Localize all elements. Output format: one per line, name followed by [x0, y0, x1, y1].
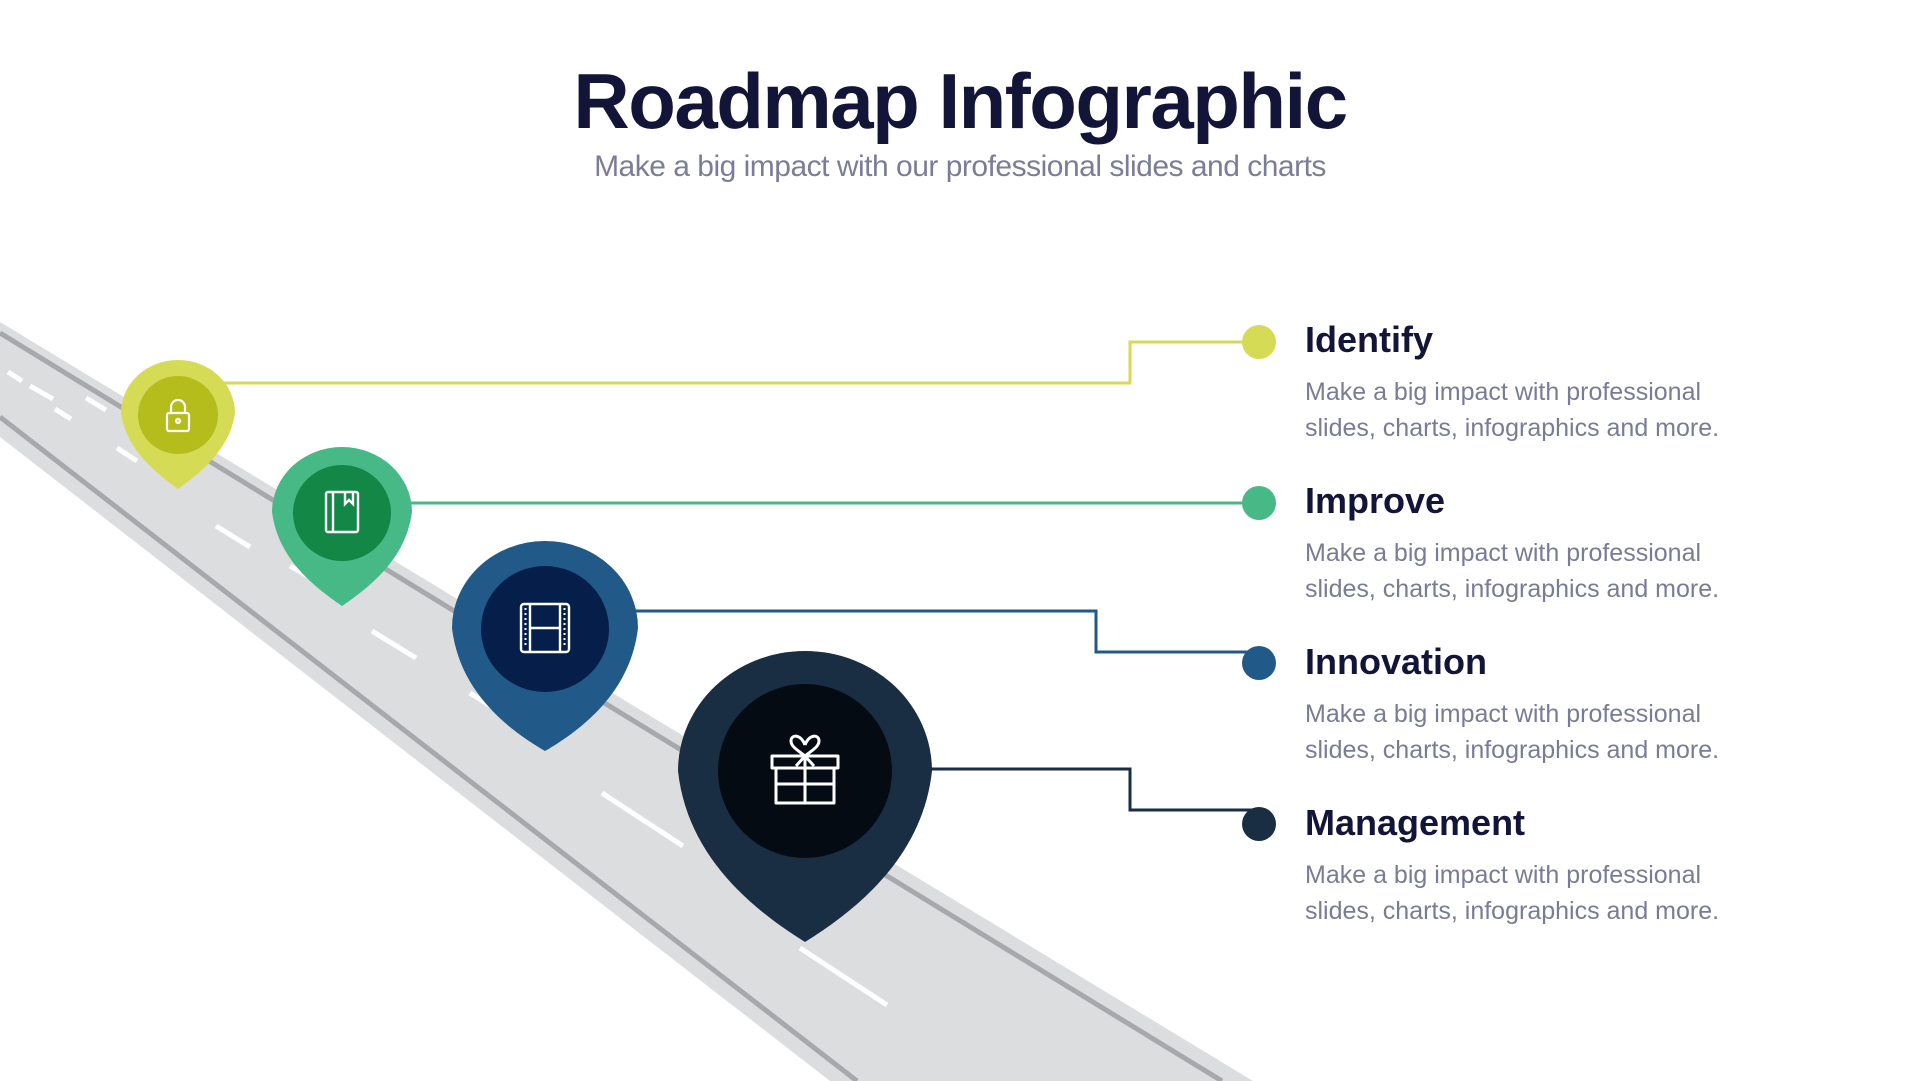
connector-management [930, 767, 1255, 812]
header: Roadmap Infographic Make a big impact wi… [0, 62, 1920, 184]
lock-icon [165, 398, 191, 433]
step-description-line: slides, charts, infographics and more. [1305, 736, 1720, 764]
step-description: Make a big impact with professional slid… [1305, 857, 1825, 929]
film-icon [519, 602, 571, 654]
book-icon [324, 490, 360, 534]
connector-identify [205, 340, 1255, 385]
connector-lines [205, 340, 1255, 812]
pin-identify[interactable] [121, 360, 235, 489]
step-description-line: Make a big impact with professional [1305, 861, 1702, 889]
road-edge-line-bottom [0, 415, 859, 1081]
step-description: Make a big impact with professional slid… [1305, 374, 1825, 446]
step-identify: Identify Make a big impact with professi… [1305, 322, 1825, 446]
step-description-line: Make a big impact with professional [1305, 700, 1702, 728]
dot-identify [1242, 325, 1276, 359]
step-description-line: slides, charts, infographics and more. [1305, 414, 1720, 442]
step-description-line: Make a big impact with professional [1305, 378, 1702, 406]
step-title: Management [1305, 802, 1526, 843]
step-title: Innovation [1305, 641, 1487, 682]
dot-management [1242, 807, 1276, 841]
page-title: Roadmap Infographic [573, 57, 1348, 145]
dot-innovation [1242, 646, 1276, 680]
gift-icon [770, 734, 840, 805]
pin-improve[interactable] [272, 447, 412, 606]
step-title: Improve [1305, 480, 1446, 521]
page-subtitle: Make a big impact with our professional … [594, 150, 1326, 183]
pin-management[interactable] [678, 651, 932, 942]
step-description: Make a big impact with professional slid… [1305, 696, 1825, 768]
step-description-line: slides, charts, infographics and more. [1305, 897, 1720, 925]
dot-improve [1242, 486, 1276, 520]
step-title: Identify [1305, 319, 1434, 360]
step-management: Management Make a big impact with profes… [1305, 805, 1825, 929]
step-improve: Improve Make a big impact with professio… [1305, 483, 1825, 607]
connector-innovation [630, 609, 1255, 654]
step-description-line: slides, charts, infographics and more. [1305, 575, 1720, 603]
step-description: Make a big impact with professional slid… [1305, 535, 1825, 607]
step-innovation: Innovation Make a big impact with profes… [1305, 644, 1825, 768]
step-description-line: Make a big impact with professional [1305, 539, 1702, 567]
pin-innovation[interactable] [452, 541, 638, 751]
